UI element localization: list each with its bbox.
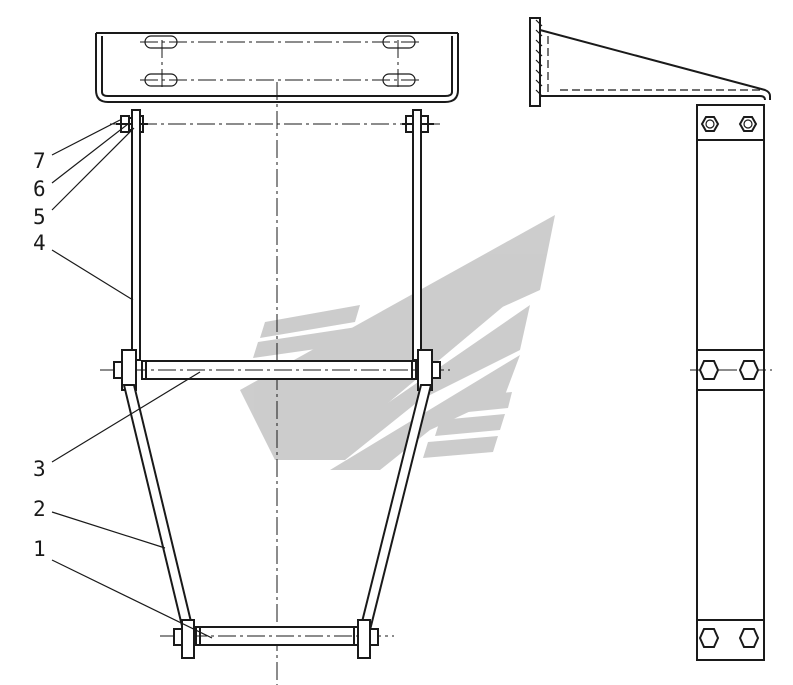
side-bracket (529, 17, 771, 107)
slanted-arm-left (122, 384, 195, 631)
side-view (529, 17, 772, 661)
side-plate (690, 104, 772, 661)
leader-line-2 (51, 511, 166, 549)
callout-label-1: 1 (33, 537, 46, 561)
upper-crossbar (100, 360, 450, 380)
side-bottom-bolt-right (738, 628, 760, 648)
callout-label-2: 2 (33, 497, 46, 521)
middle-left-bolt (113, 349, 137, 391)
callout-label-4: 4 (33, 231, 46, 255)
watermark-logo (240, 215, 555, 470)
callout-label-6: 6 (33, 177, 46, 201)
leader-line-3 (51, 371, 201, 463)
lower-left-bolt (173, 619, 195, 659)
callout-label-3: 3 (33, 457, 46, 481)
mounting-bracket (95, 32, 459, 103)
leader-line-4 (51, 249, 134, 301)
lower-crossbar (160, 626, 394, 646)
side-top-bolt-right (738, 116, 758, 132)
side-middle-bolt-right (738, 360, 760, 380)
leader-line-1 (51, 559, 213, 639)
side-top-bolt-left (700, 116, 720, 132)
callouts: 7 6 5 4 3 2 1 (33, 119, 213, 639)
side-middle-bolt-left (698, 360, 720, 380)
leader-line-7 (51, 119, 121, 156)
leader-line-5 (51, 127, 135, 211)
callout-label-7: 7 (33, 149, 46, 173)
vertical-strap-right (412, 109, 422, 361)
vertical-strap-left (131, 109, 141, 361)
lower-right-bolt (357, 619, 379, 659)
callout-label-5: 5 (33, 205, 46, 229)
side-bottom-bolt-left (698, 628, 720, 648)
leader-line-6 (51, 123, 129, 184)
front-view (95, 32, 459, 685)
